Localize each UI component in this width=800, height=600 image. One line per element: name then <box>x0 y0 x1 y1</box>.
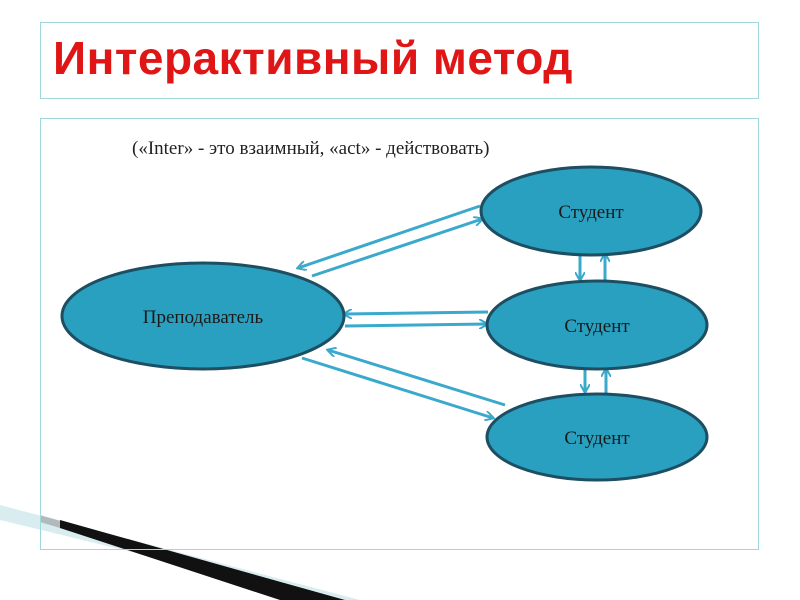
slide-title: Интерактивный метод <box>53 32 573 84</box>
arrow-teacher-to-student3 <box>301 356 493 418</box>
student-label-1: Студент <box>558 202 624 223</box>
student-label-3: Студент <box>564 428 630 449</box>
title-box: Интерактивный метод <box>40 22 759 99</box>
content-box <box>40 118 759 550</box>
teacher-node: Преподаватель <box>60 261 346 371</box>
student-node-2: Студент <box>485 279 709 371</box>
student-node-3: Студент <box>485 392 709 482</box>
arrow-teacher-to-student2 <box>344 324 487 326</box>
arrow-teacher-to-student1 <box>311 219 482 278</box>
teacher-label: Преподаватель <box>143 307 264 328</box>
student-label-2: Студент <box>564 316 630 337</box>
arrow-student3-to-teacher <box>328 350 506 407</box>
arrow-student2-to-teacher <box>344 312 489 314</box>
slide-subtitle: («Inter» - это взаимный, «act» - действо… <box>132 138 490 159</box>
student-node-1: Студент <box>479 165 703 257</box>
arrow-student1-to-teacher <box>298 204 481 268</box>
